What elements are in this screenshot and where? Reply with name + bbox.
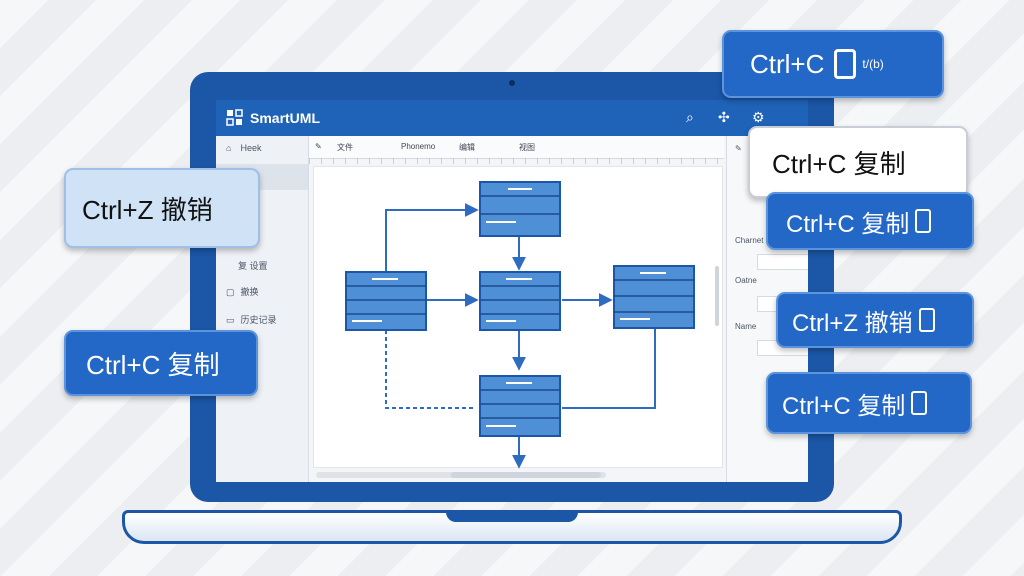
settings-icon[interactable]: ✣ [718, 109, 730, 125]
class-node[interactable] [479, 181, 561, 237]
sidebar-item-undo[interactable]: ▢ 撤换 [216, 278, 308, 304]
sidebar-item-label: Heek [240, 143, 262, 153]
callout-text: Ctrl+C 复制 [782, 392, 906, 420]
edit-icon[interactable]: ✎ [735, 144, 742, 153]
toolbar-view[interactable]: 视图 [519, 143, 535, 152]
titlebar: SmartUML ⌕ ✣ ⚙ [216, 100, 808, 136]
callout-copy-right-2: Ctrl+C 复制 [766, 372, 972, 434]
callout-text: Ctrl+C 复制 [772, 148, 906, 179]
callout-text: Ctrl+C [750, 48, 825, 79]
toolbar-file[interactable]: 文件 [337, 143, 353, 152]
toolbar-edit[interactable]: 编辑 [459, 143, 475, 152]
sidebar-item-home[interactable]: ⌂ Heek [216, 136, 308, 162]
connector [562, 328, 656, 409]
toolbar: ✎ 文件 Phonemo 编辑 视图 [309, 136, 724, 159]
callout-copy-top: Ctrl+C t/(b) [722, 30, 944, 98]
callout-undo-right: Ctrl+Z 撤销 [776, 292, 974, 348]
callout-copy-left: Ctrl+C 复制 [64, 330, 258, 396]
callout-text: Ctrl+C 复制 [86, 349, 220, 380]
callout-undo-left: Ctrl+Z 撤销 [64, 168, 260, 248]
class-node[interactable] [479, 271, 561, 331]
property-label: Name [735, 322, 757, 331]
horizontal-scroll-thumb[interactable] [451, 472, 601, 478]
callout-text: Ctrl+Z 撤销 [792, 309, 913, 337]
callout-text: Ctrl+C 复制 [786, 210, 910, 238]
sidebar-item-label: 撤换 [240, 287, 259, 297]
webcam [509, 80, 515, 86]
app-logo-icon [226, 109, 243, 126]
callout-text: Ctrl+Z 撤销 [82, 194, 213, 225]
home-icon: ⌂ [226, 143, 232, 153]
property-label: Charnet [735, 236, 764, 245]
dashed-connector [385, 330, 476, 409]
file-icon: ▢ [226, 287, 235, 297]
vertical-scrollbar[interactable] [715, 266, 719, 326]
sidebar-item-label: 复 设置 [238, 261, 268, 271]
copy-icon [915, 209, 932, 233]
sidebar-item-history[interactable]: ▭ 历史记录 [216, 306, 308, 332]
class-node[interactable] [345, 271, 427, 331]
search-icon[interactable]: ⌕ [686, 109, 694, 125]
ruler [309, 158, 724, 164]
copy-icon [918, 308, 935, 332]
sidebar-item-copy-settings[interactable]: 复 设置 [216, 252, 308, 278]
copy-icon [834, 49, 857, 79]
pen-icon[interactable]: ✎ [315, 142, 322, 151]
copy-icon [911, 391, 928, 415]
property-field[interactable] [757, 254, 808, 270]
app-title: SmartUML [250, 110, 321, 126]
class-node[interactable] [479, 375, 561, 437]
sidebar-item-label: 历史记录 [240, 315, 277, 325]
property-label: Oatne [735, 276, 757, 285]
laptop-notch [446, 510, 578, 522]
callout-extra-text: t/(b) [862, 57, 884, 71]
class-node[interactable] [613, 265, 695, 329]
history-icon: ▭ [226, 315, 235, 325]
connector [385, 203, 479, 300]
callout-copy-right-1: Ctrl+C 复制 [766, 192, 974, 250]
gear-icon[interactable]: ⚙ [752, 109, 765, 125]
toolbar-phonemo[interactable]: Phonemo [401, 142, 436, 151]
callout-copy-main: Ctrl+C 复制 [748, 126, 968, 198]
